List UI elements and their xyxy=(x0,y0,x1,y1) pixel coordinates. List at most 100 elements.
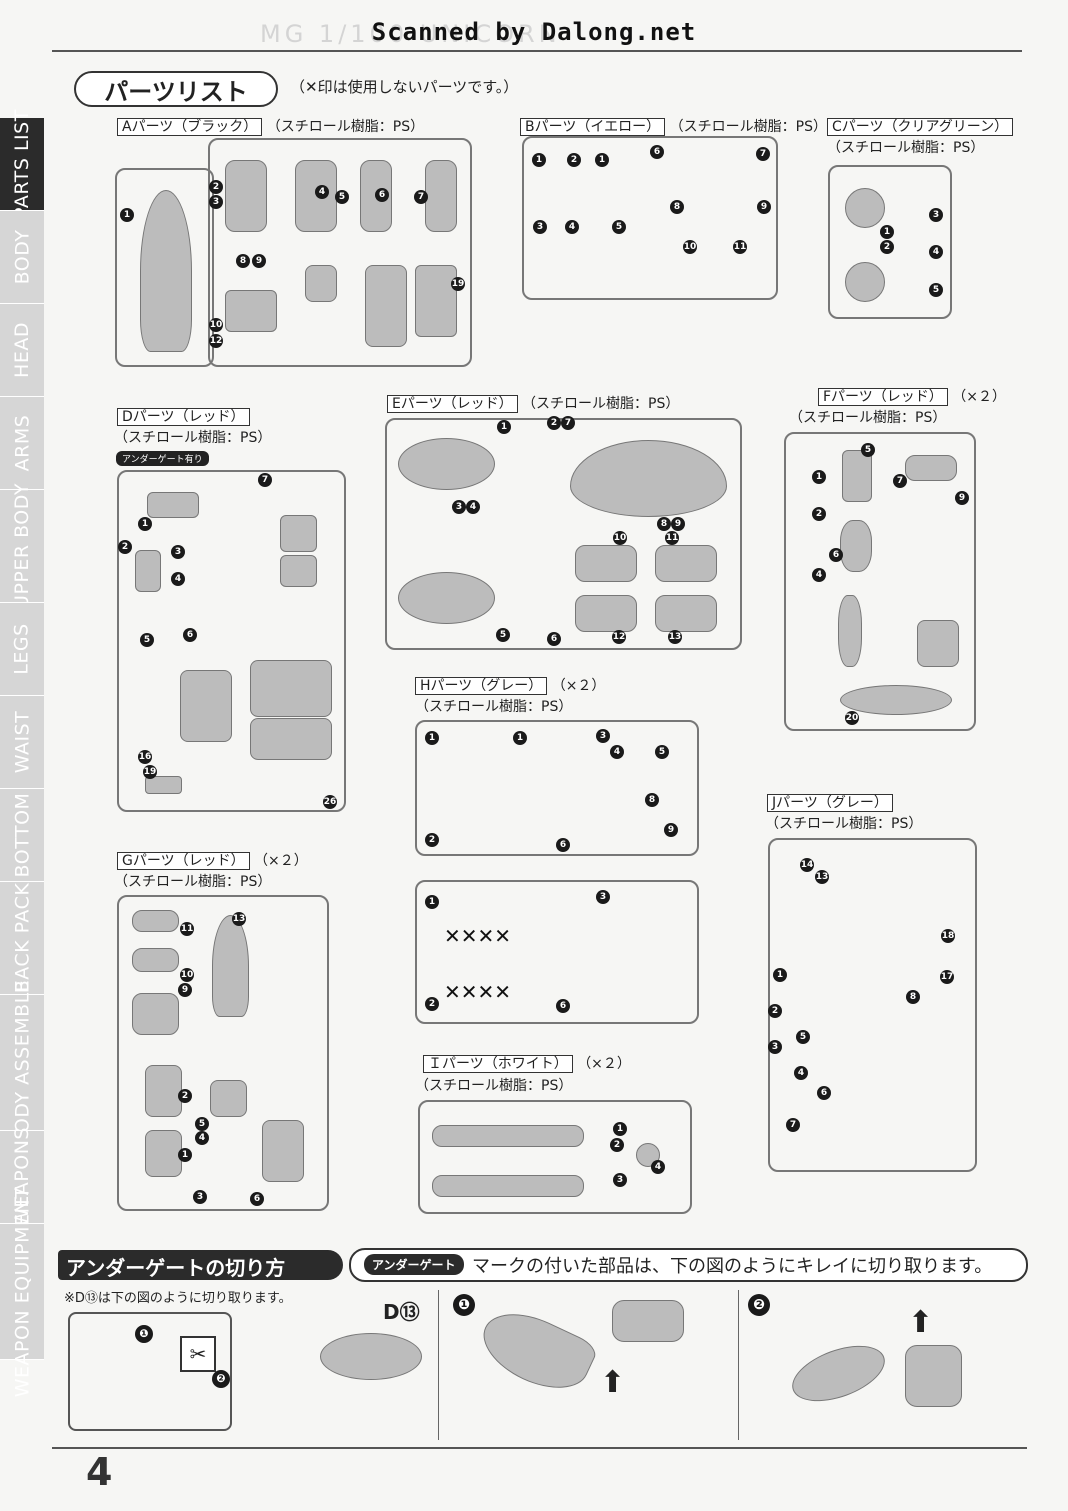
sprue-j-num-2: 2 xyxy=(768,1004,782,1018)
sprue-c-num-2: 2 xyxy=(880,240,894,254)
sprue-e-num-7: 7 xyxy=(561,416,575,430)
tab-label: ARMS xyxy=(11,414,33,472)
sprue-g-part xyxy=(210,1080,247,1117)
sprue-d-part xyxy=(280,515,317,552)
d13-note: ※D⑬は下の図のように切り取ります。 xyxy=(64,1291,292,1306)
tab-weapon-equipment[interactable]: WEAPON EQUIPMENT xyxy=(0,1186,44,1397)
sprue-b-num-1b: 1 xyxy=(595,153,609,167)
sprue-a-num-5: 5 xyxy=(335,190,349,204)
d13-diagram-frame xyxy=(68,1312,232,1431)
sprue-b-num-2: 2 xyxy=(567,153,581,167)
sprue-e-part xyxy=(655,595,717,632)
tab-label: WAIST xyxy=(11,710,34,774)
sprue-f-part xyxy=(840,520,872,572)
sprue-a-num-3: 3 xyxy=(209,195,223,209)
sprue-name: Cパーツ（クリアグリーン） xyxy=(827,118,1014,136)
sprue-f-label: Fパーツ（レッド） （×２） xyxy=(818,386,1006,406)
tab-head[interactable]: HEAD xyxy=(0,304,44,397)
tab-body[interactable]: BODY xyxy=(0,211,44,304)
sprue-c-num-5: 5 xyxy=(929,283,943,297)
sprue-material: （スチロール樹脂：PS） xyxy=(522,396,680,412)
sprue-e-part xyxy=(575,545,637,582)
sprue-g-frame xyxy=(117,895,329,1211)
sprue-f-part xyxy=(842,450,872,502)
sprue-e-label: Eパーツ（レッド） （スチロール樹脂：PS） xyxy=(387,393,679,413)
scan-credit: Scanned by Dalong.net xyxy=(371,18,697,46)
sprue-i-label: Ｉパーツ（ホワイト） （×２） xyxy=(423,1053,631,1073)
sprue-d-material: （スチロール樹脂：PS） xyxy=(114,430,272,446)
sprue-j-num-4: 4 xyxy=(794,1066,808,1080)
sprue-h-num-1c: 1 xyxy=(425,895,439,909)
sprue-i-part-barrel xyxy=(432,1125,584,1147)
sprue-a-part xyxy=(305,265,337,302)
sprue-d-num-16: 16 xyxy=(138,750,152,764)
sprue-g-part xyxy=(145,1130,182,1177)
tab-bottom[interactable]: BOTTOM xyxy=(0,789,44,882)
sprue-c-num-1: 1 xyxy=(880,225,894,239)
sprue-h-num-1b: 1 xyxy=(513,731,527,745)
sprue-a-num-1: 1 xyxy=(120,208,134,222)
up-arrow-icon: ⬆ xyxy=(600,1365,626,1400)
d13-part xyxy=(320,1333,422,1380)
sprue-f-num-4: 4 xyxy=(812,568,826,582)
section-note: （✕印は使用しないパーツです。） xyxy=(290,78,519,96)
sprue-d-part xyxy=(135,550,161,592)
sprue-i-frame xyxy=(418,1100,692,1214)
sprue-c-part-sensor xyxy=(845,262,885,302)
sprue-b-num-3: 3 xyxy=(533,220,547,234)
sprue-b-label: Bパーツ（イエロー） （スチロール樹脂：PS） xyxy=(520,116,827,136)
sprue-qty: （×２） xyxy=(254,853,308,869)
tab-parts-list[interactable]: PARTS LIST xyxy=(0,109,44,219)
panel-divider xyxy=(738,1290,739,1440)
sprue-g-num-10: 10 xyxy=(180,968,194,982)
sprue-d-num-4: 4 xyxy=(171,572,185,586)
sprue-h-label: Hパーツ（グレー） （×２） xyxy=(415,675,605,695)
tab-body-assemble[interactable]: BODY ASSEMBLE xyxy=(0,979,44,1146)
sprue-g-part xyxy=(212,915,249,1017)
sprue-i-num-3: 3 xyxy=(613,1173,627,1187)
sprue-j-num-6: 6 xyxy=(817,1086,831,1100)
tab-arms[interactable]: ARMS xyxy=(0,397,44,490)
sprue-b-num-7: 7 xyxy=(756,147,770,161)
sprue-e-num-8: 8 xyxy=(657,517,671,531)
sprue-d-num-2: 2 xyxy=(118,540,132,554)
step-2-marker: ❷ xyxy=(212,1370,230,1388)
sprue-b-num-4: 4 xyxy=(565,220,579,234)
sprue-a-label: Aパーツ（ブラック） （スチロール樹脂：PS） xyxy=(117,116,424,136)
sprue-e-num-3: 3 xyxy=(452,500,466,514)
sprue-qty: （×２） xyxy=(577,1056,631,1072)
undergate-title-bar xyxy=(58,1250,343,1280)
tab-legs[interactable]: LEGS xyxy=(0,603,44,696)
sprue-j-material: （スチロール樹脂：PS） xyxy=(765,816,923,832)
sprue-h-num-9: 9 xyxy=(664,823,678,837)
sprue-d-part xyxy=(280,555,317,587)
sprue-name: Fパーツ（レッド） xyxy=(818,388,948,406)
sprue-b-num-10: 10 xyxy=(683,240,697,254)
sprue-c-material: （スチロール樹脂：PS） xyxy=(827,140,985,156)
tab-label: BOTTOM xyxy=(11,792,34,878)
sprue-h-material: （スチロール樹脂：PS） xyxy=(415,699,573,715)
tab-back-pack[interactable]: BACK PACK xyxy=(0,882,44,995)
sprue-g-num-11: 11 xyxy=(180,922,194,936)
sprue-f-part xyxy=(840,685,952,715)
sprue-a-frame-left xyxy=(115,168,214,367)
sprue-name: Aパーツ（ブラック） xyxy=(117,118,263,136)
tab-weapons[interactable]: WEAPONS xyxy=(0,1127,44,1227)
tab-waist[interactable]: WAIST xyxy=(0,696,44,789)
sprue-d-part xyxy=(145,776,182,794)
sprue-g-num-9: 9 xyxy=(178,983,192,997)
sprue-j-num-18: 18 xyxy=(941,929,955,943)
sprue-f-num-2: 2 xyxy=(812,507,826,521)
sprue-name: Dパーツ（レッド） xyxy=(117,408,250,426)
sprue-g-num-3: 3 xyxy=(193,1190,207,1204)
top-rule xyxy=(52,50,1022,52)
sprue-e-num-12: 12 xyxy=(612,630,626,644)
sprue-g-num-6: 6 xyxy=(250,1192,264,1206)
sprue-b-num-8: 8 xyxy=(670,200,684,214)
sprue-qty: （×２） xyxy=(952,389,1006,405)
tab-upper-body[interactable]: UPPER BODY xyxy=(0,483,44,609)
sprue-h-num-5: 5 xyxy=(655,745,669,759)
sprue-j-num-5: 5 xyxy=(796,1030,810,1044)
step-1-badge: ❶ xyxy=(453,1294,475,1316)
undergate-title: アンダーゲートの切り方 xyxy=(66,1256,286,1280)
